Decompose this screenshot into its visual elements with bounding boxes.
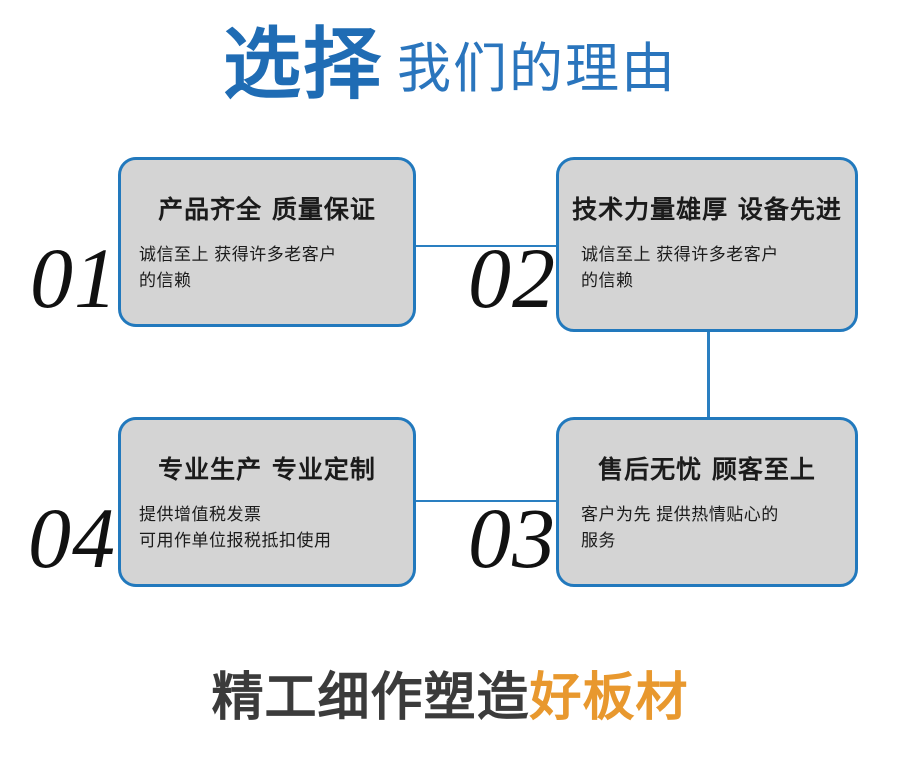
feature-card-01-body: 诚信至上 获得许多老客户 的信赖 (139, 242, 337, 295)
page-title: 选择我们的理由 (0, 26, 900, 104)
feature-card-02-number: 02 (468, 230, 556, 326)
feature-card-04[interactable]: 专业生产 专业定制 提供增值税发票 可用作单位报税抵扣使用 (118, 417, 416, 587)
feature-card-02-body: 诚信至上 获得许多老客户 的信赖 (581, 242, 779, 295)
feature-card-04-number: 04 (28, 490, 116, 586)
feature-card-01-number: 01 (30, 230, 118, 326)
feature-card-03-body-line2: 服务 (581, 531, 616, 551)
connector-04-to-03 (414, 500, 558, 502)
feature-card-04-body-line1: 提供增值税发票 (139, 505, 262, 524)
footer-tagline: 精工细作塑造好板材 (0, 672, 900, 724)
feature-card-04-body-line2: 可用作单位报税抵扣使用 (139, 531, 332, 551)
feature-card-02-body-line2: 的信赖 (581, 271, 634, 291)
footer-tagline-dark: 精工细作塑造 (211, 668, 530, 728)
feature-card-03-body-line1: 客户为先 提供热情贴心的 (581, 505, 779, 524)
feature-card-03[interactable]: 售后无忧 顾客至上 客户为先 提供热情贴心的 服务 (556, 417, 858, 587)
connector-01-to-02 (414, 245, 558, 247)
connector-02-to-03 (707, 330, 710, 420)
feature-card-01-body-line1: 诚信至上 获得许多老客户 (139, 245, 337, 264)
feature-card-02[interactable]: 技术力量雄厚 设备先进 诚信至上 获得许多老客户 的信赖 (556, 157, 858, 332)
feature-card-04-body: 提供增值税发票 可用作单位报税抵扣使用 (139, 502, 332, 555)
feature-card-02-body-line1: 诚信至上 获得许多老客户 (581, 245, 779, 264)
feature-card-01-title: 产品齐全 质量保证 (158, 195, 376, 224)
feature-card-03-body: 客户为先 提供热情贴心的 服务 (581, 502, 779, 555)
page-title-light: 我们的理由 (397, 39, 677, 99)
feature-card-02-title: 技术力量雄厚 设备先进 (572, 195, 842, 224)
footer-tagline-accent: 好板材 (529, 668, 689, 728)
page-title-strong: 选择 (222, 20, 383, 110)
feature-card-01[interactable]: 产品齐全 质量保证 诚信至上 获得许多老客户 的信赖 (118, 157, 416, 327)
feature-card-03-number: 03 (468, 490, 556, 586)
feature-card-04-title: 专业生产 专业定制 (158, 455, 376, 484)
feature-card-03-title: 售后无忧 顾客至上 (598, 455, 816, 484)
feature-card-01-body-line2: 的信赖 (139, 271, 192, 291)
